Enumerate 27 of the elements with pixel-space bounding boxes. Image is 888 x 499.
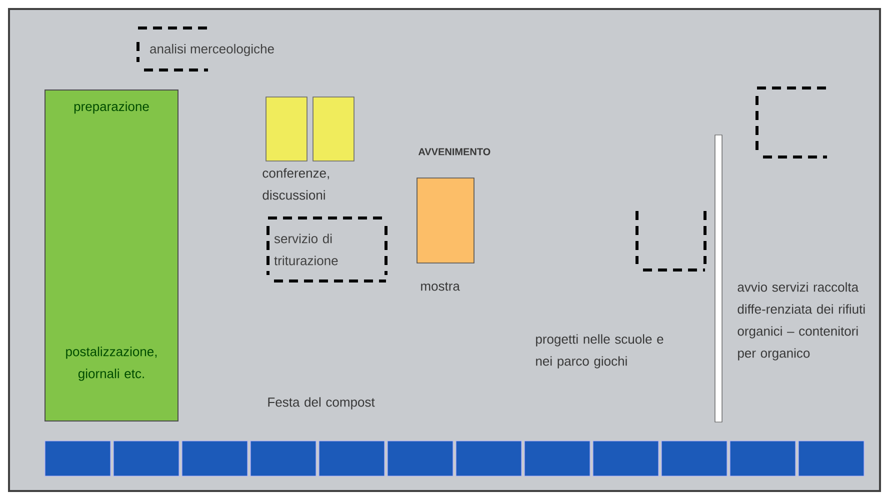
timeline-cell	[661, 440, 728, 476]
timeline-cell	[318, 440, 385, 476]
box	[416, 178, 474, 264]
timeline-cell	[44, 440, 111, 476]
timeline-cell	[592, 440, 659, 476]
caption-text: conferenze, discussioni	[262, 168, 329, 200]
dashed-frame: analisi merceologiche	[136, 26, 274, 72]
timeline-cell	[387, 440, 454, 476]
timeline-cell	[730, 440, 796, 476]
box	[312, 96, 354, 162]
timeline-cell	[113, 440, 180, 476]
dashed-bracket	[756, 86, 827, 158]
phase-box: preparazione postalizzazione, giornali etc.	[44, 90, 178, 422]
heading: AVVENIMENTO	[418, 148, 490, 156]
dashed-frame: servizio di triturazione	[266, 216, 388, 282]
caption-text: Festa del compost	[268, 397, 375, 410]
timeline-cell	[524, 440, 590, 476]
caption-text: mostra	[421, 282, 460, 291]
vertical-bar	[714, 134, 722, 422]
timeline-cell	[182, 440, 248, 476]
caption-text: avvio servizi raccolta diffe-renziata dei rifiuti organici – contenitori per organico	[738, 282, 865, 360]
timeline-cell	[250, 440, 316, 476]
timeline-cell	[456, 440, 522, 476]
dashed-bracket	[636, 211, 706, 272]
timeline-cell	[798, 440, 864, 476]
box	[266, 96, 308, 162]
caption-text: progetti nelle scuole e nei parco giochi	[536, 334, 664, 368]
